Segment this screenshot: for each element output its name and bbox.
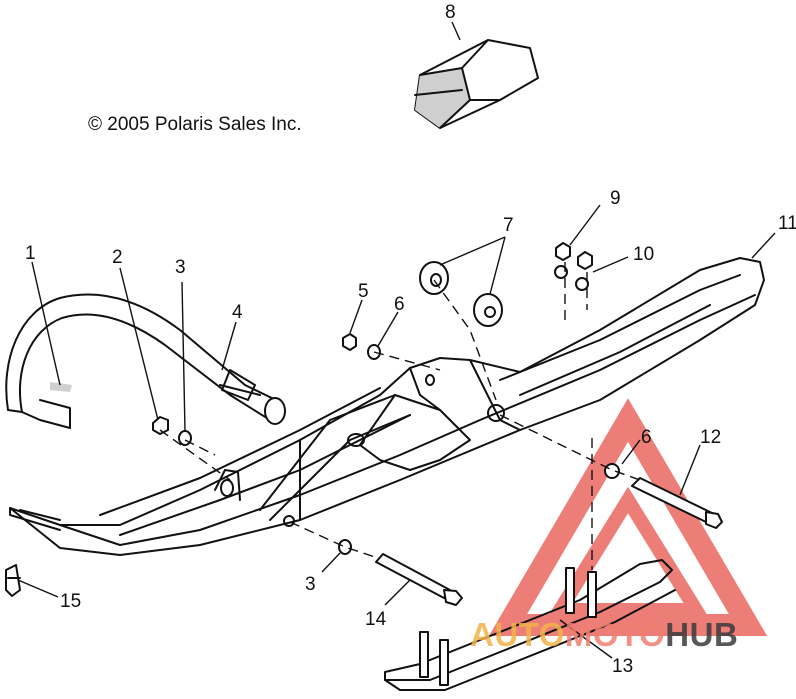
part-6-washer-lower	[604, 463, 620, 479]
leader-lines	[17, 21, 776, 659]
callout-4: 4	[232, 302, 243, 323]
callout-6-lower: 6	[641, 427, 652, 448]
callout-3-upper: 3	[175, 257, 186, 278]
callout-9: 9	[610, 188, 621, 209]
callout-7: 7	[503, 215, 514, 236]
callout-12: 12	[700, 427, 722, 448]
part-7-spacer-b	[473, 293, 503, 327]
callout-8: 8	[445, 2, 456, 23]
part-10-washer-b	[575, 277, 589, 291]
part-15-clip	[5, 564, 21, 597]
part-7-spacer-a	[419, 261, 449, 295]
callout-3-lower: 3	[305, 574, 316, 595]
part-9-nut-a	[555, 242, 571, 261]
callout-15: 15	[60, 591, 82, 612]
watermark-text: AUTOMOTOHUB	[470, 616, 738, 654]
part-5-nut	[342, 333, 357, 351]
watermark-moto: MOTO	[564, 616, 666, 653]
part-8-cap	[414, 39, 539, 129]
callout-11: 11	[778, 213, 796, 234]
callout-10: 10	[633, 244, 655, 265]
callout-14: 14	[365, 609, 387, 630]
hardware	[5, 242, 723, 606]
part-14-bolt	[375, 553, 451, 599]
part-3-washer-lower	[338, 539, 352, 555]
part-2-nut	[152, 416, 169, 435]
part-3-washer-upper	[178, 430, 192, 446]
callout-13: 13	[612, 656, 634, 677]
part-10-washer-a	[554, 265, 568, 279]
callout-5: 5	[358, 281, 369, 302]
part-9-nut-b	[577, 251, 593, 270]
callout-6-upper: 6	[394, 294, 405, 315]
part-1-4-handle	[5, 293, 286, 429]
callout-1: 1	[25, 243, 36, 264]
watermark-logo	[488, 398, 768, 636]
part-13-wear-bar	[384, 559, 676, 691]
watermark-auto: AUTO	[470, 616, 565, 653]
assembly-lines	[159, 262, 641, 570]
copyright-notice: © 2005 Polaris Sales Inc.	[88, 114, 302, 135]
part-11-ski	[9, 257, 765, 556]
watermark-hub: HUB	[665, 616, 739, 653]
callout-2: 2	[112, 247, 123, 268]
